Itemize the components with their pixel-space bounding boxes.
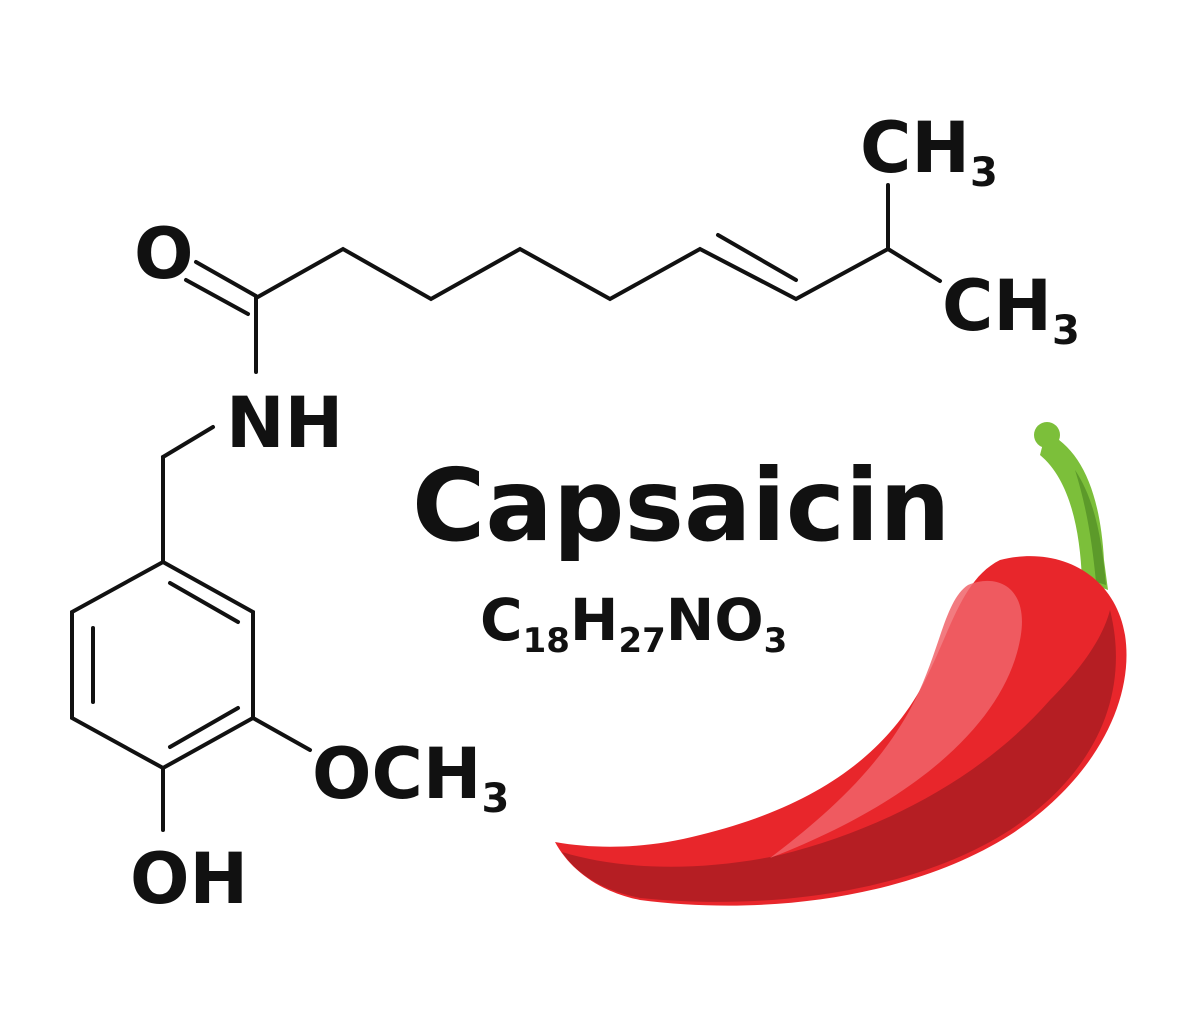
carbonyl-bond-1 xyxy=(194,260,258,298)
oh-label: OH xyxy=(130,838,248,920)
ch3-right-sub: 3 xyxy=(1052,308,1080,354)
pepper-body-shade xyxy=(562,610,1116,902)
alkene-double-bond xyxy=(716,233,798,282)
methoxy-bond xyxy=(251,716,312,752)
ch3-right-label: CH3 xyxy=(942,265,1080,354)
formula-h: H xyxy=(570,586,619,654)
pepper-stem-shade xyxy=(1075,470,1106,585)
formula-h-count: 27 xyxy=(618,621,665,661)
pepper-stem-tip xyxy=(1034,422,1060,448)
ch3-top-main: CH xyxy=(860,107,970,189)
oxygen-label: O xyxy=(134,213,194,295)
molecular-formula: C18H27NO3 xyxy=(480,586,787,661)
molecule-structure xyxy=(70,183,942,832)
nh-label: NH xyxy=(226,382,343,464)
alkyl-chain xyxy=(254,246,890,302)
formula-c-count: 18 xyxy=(523,621,570,661)
ch3-right-main: CH xyxy=(942,265,1052,347)
formula-c: C xyxy=(480,586,523,654)
ch3-top-sub: 3 xyxy=(970,150,998,196)
formula-o-count: 3 xyxy=(764,621,788,661)
och3-sub: 3 xyxy=(481,776,509,822)
och3-label: OCH3 xyxy=(312,733,509,822)
methyl-bond-right xyxy=(886,247,942,283)
och3-main: OCH xyxy=(312,733,481,815)
carbonyl-bond-2 xyxy=(184,278,250,316)
red-chili-pepper-icon xyxy=(555,422,1127,906)
pepper-highlight xyxy=(770,580,1022,858)
ring-double-bond-1 xyxy=(168,581,240,624)
ring-double-bond-2 xyxy=(168,706,240,749)
formula-no: NO xyxy=(666,586,764,654)
benzene-ring xyxy=(70,559,255,771)
compound-name: Capsaicin xyxy=(412,447,950,564)
ch3-top-label: CH3 xyxy=(860,107,998,196)
pepper-stem xyxy=(1040,432,1108,590)
n-ch2-bond xyxy=(161,425,215,459)
